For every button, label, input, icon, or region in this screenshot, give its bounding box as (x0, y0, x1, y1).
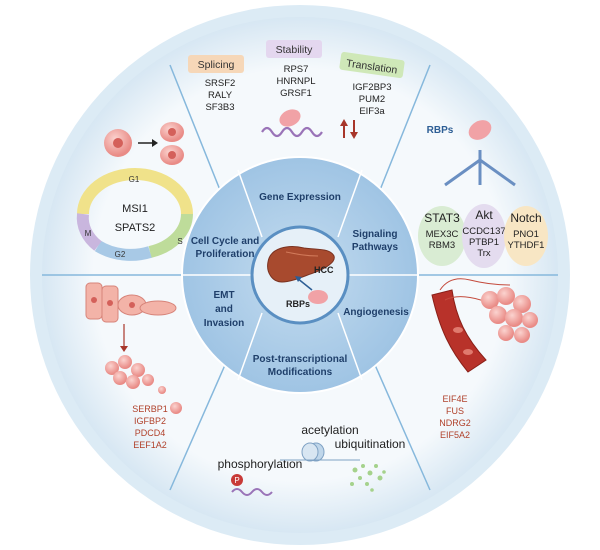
sector-emt-line2: and (215, 304, 233, 315)
phase-s: S (177, 237, 182, 246)
ptm-phosphorylation: phosphorylation (218, 457, 303, 471)
emt-gene-4: EEF1A2 (133, 440, 167, 450)
liver-illustration (267, 246, 335, 283)
angio-gene-1: EIF4E (442, 394, 467, 404)
translation-gene-3: EIF3a (359, 106, 385, 117)
sector-cellcycle-line1: Cell Cycle and (191, 236, 259, 247)
angio-gene-2: FUS (446, 406, 464, 416)
angiogenic-tumor-icon (481, 287, 538, 343)
ptm-acetylation: acetylation (301, 423, 358, 437)
sector-ptm-line2: Modifications (268, 367, 333, 378)
emt-gene-2: IGFBP2 (134, 416, 166, 426)
signaling-rbp-blob-icon (468, 120, 492, 140)
splicing-gene-2: RALY (208, 90, 233, 101)
rbp-blob-icon (279, 109, 301, 127)
cell-cycle-gene-2: SPATS2 (115, 222, 156, 234)
splicing-tag (188, 55, 244, 73)
emt-gene-1: SERBP1 (132, 404, 168, 414)
epithelial-cells-icon (85, 282, 177, 323)
phosphate-protein-icon (231, 474, 273, 496)
translation-gene-2: PUM2 (359, 94, 385, 105)
splicing-gene-3: SF3B3 (205, 102, 234, 113)
sector-gene-expression: Gene Expression (259, 192, 341, 203)
stat3-gene-1: MEX3C (426, 229, 459, 240)
phase-g2: G2 (115, 250, 126, 259)
cell-cycle-gene-1: MSI1 (122, 203, 148, 215)
notch-gene-1: PNO1 (513, 229, 539, 240)
akt-pathway-bubble (462, 204, 506, 268)
sector-cellcycle-line2: Proliferation (196, 249, 255, 260)
sector-signaling-line2: Pathways (352, 242, 399, 253)
hcc-label: HCC (314, 265, 334, 275)
sector-signaling-line1: Signaling (353, 229, 398, 240)
splicing-gene-1: SRSF2 (205, 78, 236, 89)
phase-g1: G1 (129, 175, 140, 184)
akt-gene-1: CCDC137 (462, 226, 505, 237)
angio-gene-3: NDRG2 (439, 418, 471, 428)
up-down-arrows-icon (340, 119, 358, 139)
signaling-rbps-label: RBPs (427, 125, 454, 136)
stability-gene-2: HNRNPL (276, 76, 315, 87)
emt-gene-3: PDCD4 (135, 428, 166, 438)
ptm-ubiquitination: ubiquitination (335, 437, 406, 451)
stability-gene-1: RPS7 (284, 64, 309, 75)
notch-label: Notch (510, 211, 541, 225)
angio-gene-4: EIF5A2 (440, 430, 470, 440)
cell-cycle-wheel (76, 168, 193, 261)
stat3-label: STAT3 (424, 211, 460, 225)
signaling-branch-arrows (444, 150, 516, 187)
ubiquitin-dots-icon (350, 464, 386, 492)
middle-dividers (182, 169, 418, 381)
phase-m: M (85, 229, 92, 238)
nucleosome-icon (280, 442, 360, 462)
sector-angiogenesis: Angiogenesis (343, 307, 409, 318)
stability-label: Stability (276, 44, 314, 56)
notch-pathway-bubble (504, 206, 548, 266)
notch-gene-2: YTHDF1 (508, 240, 545, 251)
outer-dividers (42, 64, 558, 491)
akt-gene-3: Trx (477, 248, 491, 259)
translation-gene-1: IGF2BP3 (352, 82, 391, 93)
translation-tag (339, 52, 405, 78)
rbp-blob-center (308, 290, 328, 304)
center-rbps-label: RBPs (286, 299, 310, 309)
phosphate-mark: P (234, 476, 239, 485)
akt-gene-2: PTBP1 (469, 237, 499, 248)
stability-tag (266, 40, 322, 58)
akt-label: Akt (475, 208, 493, 222)
sector-emt-line1: EMT (213, 290, 234, 301)
tumor-cluster-icon (105, 355, 182, 414)
stability-gene-3: GRSF1 (280, 88, 312, 99)
sector-emt-line3: Invasion (204, 318, 245, 329)
cell-division-icon (104, 122, 184, 165)
splicing-label: Splicing (198, 59, 235, 71)
mrna-strand-icon (261, 126, 323, 138)
sector-ptm-line1: Post-transcriptional (253, 354, 348, 365)
stat3-gene-2: RBM3 (429, 240, 455, 251)
stat3-pathway-bubble (418, 206, 466, 266)
